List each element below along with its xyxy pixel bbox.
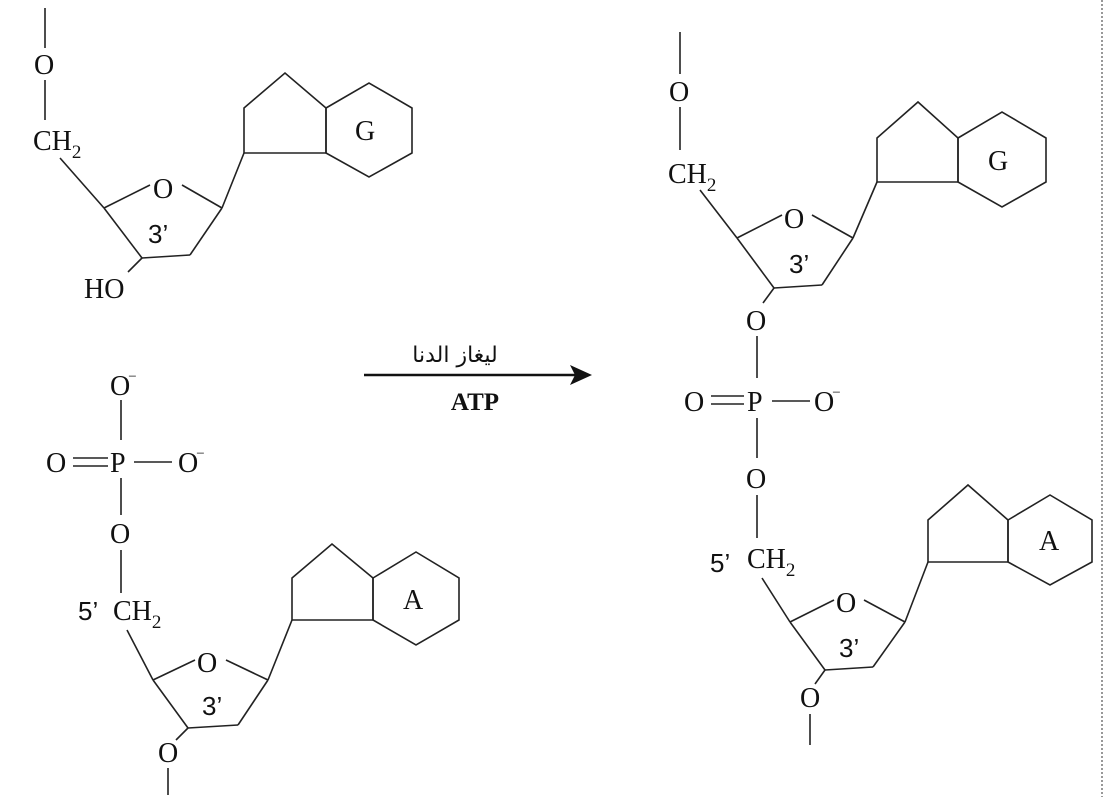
- sugar-bond: [789, 621, 826, 671]
- sugar-oxygen: O: [153, 174, 173, 205]
- phosphate-oxygen-right: O−: [178, 446, 205, 479]
- sugar-bond: [789, 599, 835, 623]
- nucleotide-a-left: O− O P O− O 5’ CH2 O 3’ O A: [46, 369, 460, 795]
- bond: [761, 577, 791, 623]
- bond: [699, 189, 738, 239]
- ch2-label: CH2: [747, 544, 795, 581]
- sugar-oxygen: O: [197, 648, 217, 679]
- sugar-bond: [863, 599, 906, 623]
- bond: [762, 287, 775, 304]
- base-five-ring: [243, 71, 327, 154]
- sugar-bond: [773, 284, 823, 289]
- position-3prime: 3’: [839, 633, 859, 663]
- oxygen-3prime: O: [800, 683, 820, 714]
- bridging-oxygen-3prime: O: [746, 306, 766, 337]
- position-3prime: 3’: [202, 691, 222, 721]
- base-five-ring: [291, 542, 374, 621]
- sugar-oxygen: O: [784, 204, 804, 235]
- atp-label: ATP: [451, 389, 499, 416]
- base-a-label: A: [1039, 526, 1060, 557]
- ch2-label: CH2: [668, 159, 716, 196]
- sugar-bond: [189, 207, 223, 256]
- sugar-bond: [187, 724, 239, 729]
- hydroxyl-3prime: HO: [84, 274, 124, 305]
- phosphate-oxygen-right: O−: [814, 385, 841, 418]
- sugar-bond: [736, 237, 775, 289]
- base-g-label: G: [355, 116, 375, 147]
- sugar-bond: [821, 237, 854, 286]
- phosphate-oxygen-double: O: [684, 387, 704, 418]
- phosphate-oxygen-double: O: [46, 448, 66, 479]
- sugar-bond: [103, 207, 143, 259]
- bond: [126, 629, 154, 681]
- position-5prime: 5’: [710, 548, 730, 578]
- sugar-bond: [225, 659, 269, 681]
- sugar-bond: [181, 184, 223, 209]
- phosphorus: P: [747, 387, 763, 418]
- ch2-label: CH2: [113, 596, 161, 633]
- bond: [59, 157, 105, 209]
- base-six-ring: [372, 551, 460, 646]
- sugar-bond: [811, 214, 854, 239]
- glycosidic-bond: [852, 181, 878, 239]
- phosphorus: P: [110, 448, 126, 479]
- bond: [175, 727, 189, 741]
- bond: [127, 257, 143, 273]
- arrow-head: [570, 365, 592, 385]
- sugar-bond: [872, 621, 906, 668]
- oxygen-5prime: O: [34, 50, 54, 81]
- position-3prime: 3’: [789, 249, 809, 279]
- dinucleotide-product: O CH2 O 3’ G O O P O− O 5’ CH2 O: [668, 32, 1093, 745]
- sugar-oxygen: O: [836, 588, 856, 619]
- ch2-label: CH2: [33, 126, 81, 163]
- bridging-oxygen-5prime: O: [746, 464, 766, 495]
- position-5prime: 5’: [78, 596, 98, 626]
- sugar-bond: [103, 184, 151, 209]
- phosphate-oxygen-top: O−: [110, 369, 137, 402]
- glycosidic-bond: [221, 152, 245, 209]
- oxygen-5prime: O: [669, 77, 689, 108]
- oxygen-3prime: O: [158, 738, 178, 769]
- position-3prime: 3’: [148, 219, 168, 249]
- enzyme-label: ليغاز الدنا: [412, 343, 497, 368]
- base-six-ring: [325, 82, 413, 178]
- sugar-bond: [736, 214, 783, 239]
- sugar-bond: [824, 666, 874, 671]
- base-six-ring: [957, 111, 1047, 208]
- nucleotide-g-left: O CH2 O 3’ HO G: [33, 8, 413, 305]
- oxygen-5prime: O: [110, 519, 130, 550]
- sugar-bond: [237, 679, 269, 726]
- base-five-ring: [927, 483, 1009, 563]
- sugar-bond: [152, 679, 189, 729]
- base-five-ring: [876, 100, 959, 183]
- bond: [814, 669, 826, 685]
- sugar-bond: [152, 659, 196, 681]
- base-six-ring: [1007, 494, 1093, 586]
- glycosidic-bond: [267, 619, 293, 681]
- base-a-label: A: [403, 585, 424, 616]
- base-g-label: G: [988, 146, 1008, 177]
- sugar-bond: [141, 254, 191, 259]
- glycosidic-bond: [904, 561, 929, 623]
- reaction-arrow: ليغاز الدنا ATP: [364, 343, 592, 416]
